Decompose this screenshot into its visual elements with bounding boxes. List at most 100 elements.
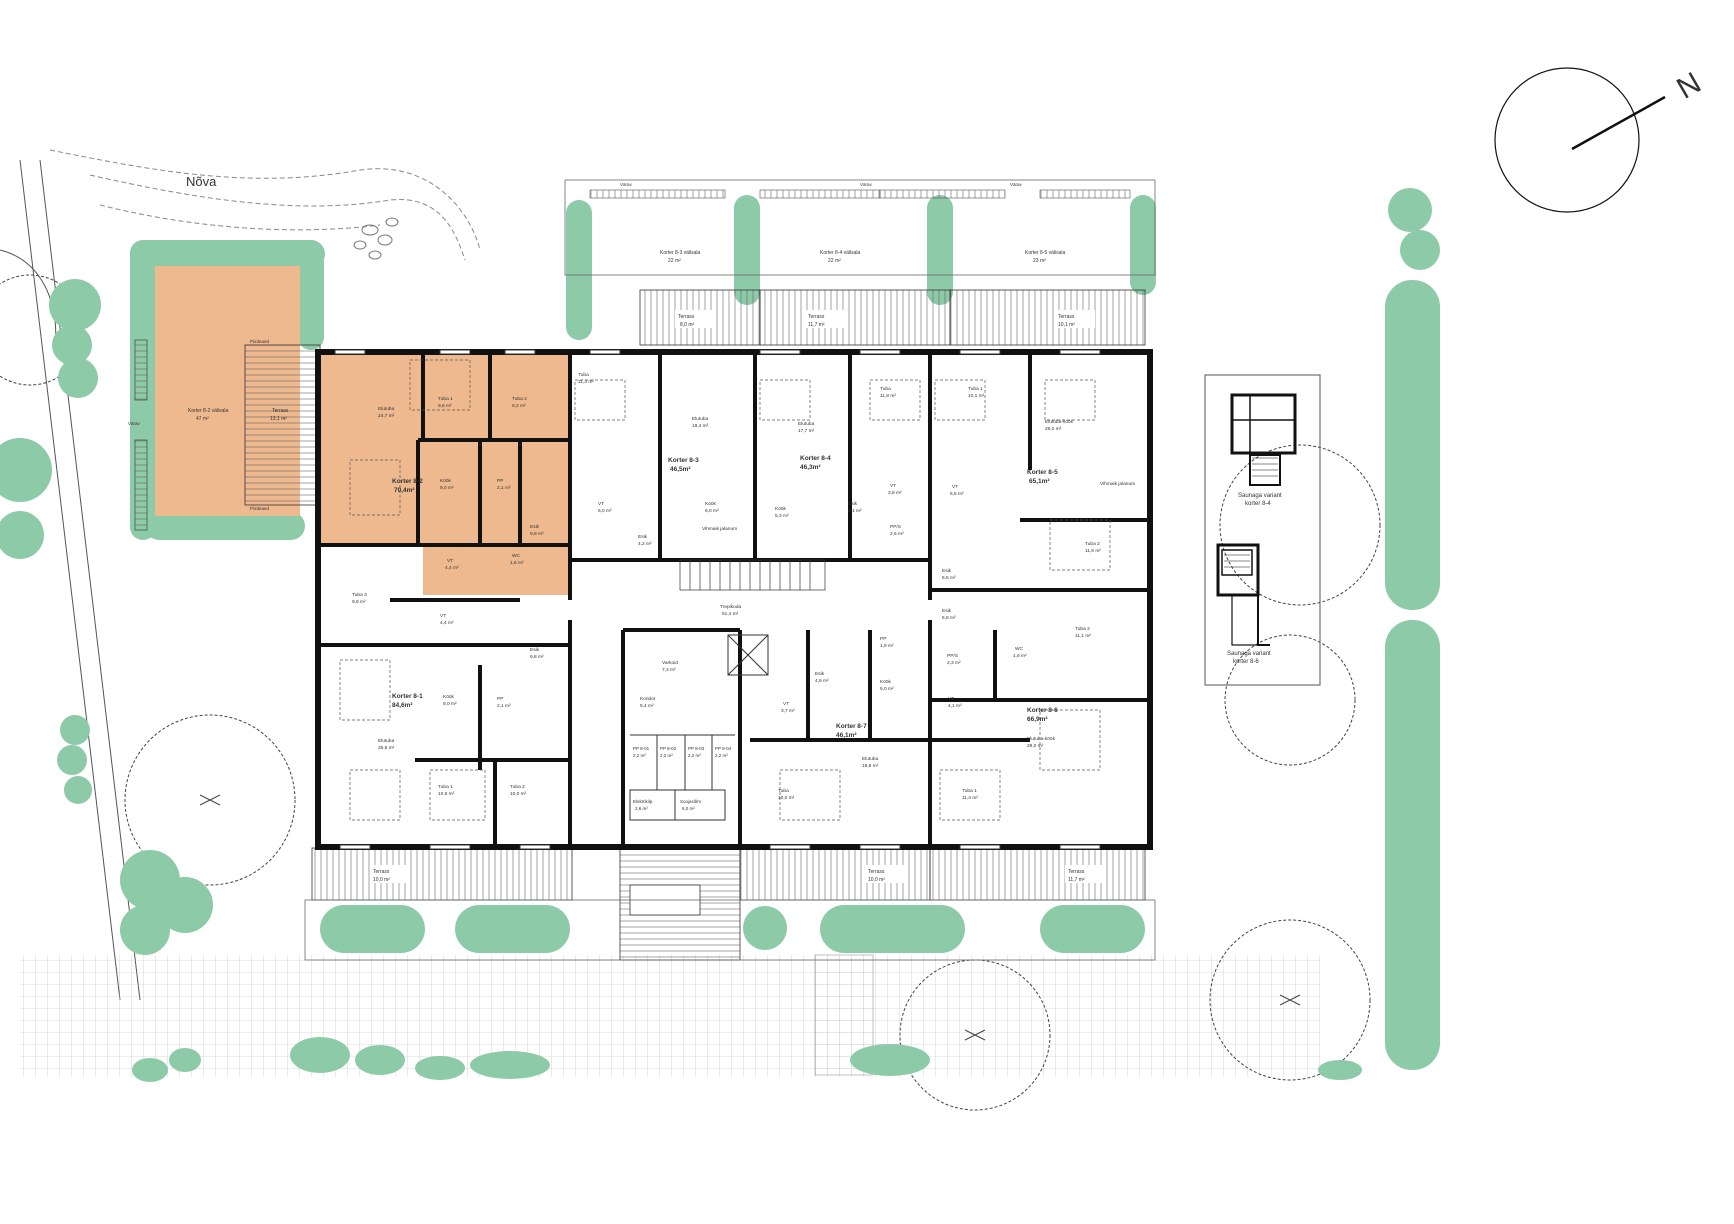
elevator (727, 634, 769, 676)
room-area: 10,0 m² (510, 791, 527, 797)
room-area: 25,5 m² (378, 745, 395, 751)
variant-8-4-line2: korter 8-4 (1245, 501, 1271, 507)
room-name: Köök (705, 501, 717, 507)
room-area: 11,8 m² (880, 393, 896, 399)
apartment-8-4-name: Korter 8-4 (800, 455, 831, 462)
deciduous-tree (1209, 919, 1371, 1081)
terrace-deck (929, 847, 1146, 901)
tree-canopy (58, 358, 98, 398)
garden-8-5-area: 23 m² (1033, 258, 1046, 264)
hedge (820, 905, 965, 953)
room-name: Elutuba-köök (1027, 736, 1056, 742)
room-name: Vihmaik jalanum (1100, 481, 1135, 487)
apartment-labels: Korter 8-2 70,4m² Korter 8-3 46,5m² Kort… (392, 455, 1058, 739)
room-area: 3,7 m² (781, 708, 795, 714)
hedge (298, 240, 324, 350)
room-area: 5,3 m² (775, 513, 789, 519)
room-name: Elutuba (862, 756, 879, 762)
room-area: 2,6 m² (890, 531, 904, 537)
terrace-8-5-area: 10,1 m² (1058, 322, 1075, 328)
room-area: 2,2 m² (715, 753, 728, 758)
terrace-8-1-name: Terrass (373, 869, 390, 875)
fence-label: Piirdeaed (250, 506, 270, 511)
interior-walls (318, 352, 1150, 847)
room-area: 2,1 m² (497, 703, 511, 709)
park-contour (99, 204, 381, 231)
hedges-and-trees (0, 188, 1440, 1082)
terrace-label-bg (370, 865, 410, 883)
variant-8-6-line2: korter 8-6 (1233, 659, 1259, 665)
room-name: Trepikoda (720, 604, 741, 610)
room-name: VT (440, 613, 446, 619)
room-area: 7,3 m² (662, 667, 676, 673)
room-area: 6,0 m² (598, 508, 612, 514)
hedge (1130, 195, 1156, 295)
tree-canopy (0, 438, 52, 502)
hedge (320, 905, 425, 953)
tree-canopy (355, 1045, 405, 1075)
room-name: Tuba (578, 372, 589, 378)
room-area: 11,8 m² (1085, 548, 1101, 554)
room-area: 18,8 m² (862, 763, 879, 769)
sauna-variant-panel: Saunaga variant korter 8-4 Saunaga varia… (1204, 374, 1321, 686)
room-name: VT (952, 484, 958, 490)
room-name: Elutuba-köök (1045, 419, 1074, 425)
tree-canopy (57, 745, 87, 775)
storage-partitions (629, 734, 735, 821)
park-label: Nõva (186, 174, 217, 189)
room-name: Esik (942, 608, 952, 614)
hedge (130, 240, 325, 268)
tree-canopy (1318, 1060, 1362, 1080)
garden-8-4-area: 22 m² (828, 258, 841, 264)
tree-canopy (64, 776, 92, 804)
room-name: Elutuba (378, 738, 395, 744)
apartment-8-7-name: Korter 8-7 (836, 723, 867, 730)
terrace-8-4-name: Terrass (808, 314, 825, 320)
room-name: Varkoid (662, 660, 678, 666)
room-name: PP/S (947, 653, 958, 659)
north-terraces: Terrass 8,0 m² Terrass 11,7 m² Terrass 1… (639, 289, 1146, 346)
room-area: 6,5 m² (950, 491, 964, 497)
room-area: 24,7 m² (378, 413, 395, 419)
apartment-8-2-area: 70,4m² (394, 487, 415, 494)
garden-boundary (304, 899, 1156, 961)
north-arrow-circle (1494, 67, 1640, 213)
room-name: VT (783, 701, 789, 707)
room-area: 2,1 m² (497, 485, 511, 491)
room-name: Elutuba (378, 406, 395, 412)
room-area: 6,0 m² (682, 806, 695, 811)
gate-label: Värav (1010, 182, 1023, 187)
room-name: Elektrikilp (633, 799, 653, 804)
room-name: Tuba (778, 788, 789, 794)
garden-8-2-edge (134, 339, 148, 401)
room-area: 17,7 m² (798, 428, 815, 434)
tree-canopy (415, 1056, 465, 1080)
tree-canopy (169, 1048, 201, 1072)
room-area: 11,1 m² (1075, 633, 1091, 639)
variant-plan-8-6 (1216, 543, 1270, 646)
room-area: 2,2 m² (633, 753, 646, 758)
terrace-8-5-name: Terrass (1058, 314, 1075, 320)
room-area: 9,6 m² (438, 403, 452, 409)
apartment-8-6-area: 66,9m² (1027, 716, 1048, 723)
room-area: 5,1 m² (848, 508, 862, 514)
terrace-label-bg (865, 865, 905, 883)
site-landscape: Nõva (0, 149, 1381, 1111)
room-name: Elutuba (692, 416, 709, 422)
tree-canopy (1400, 230, 1440, 270)
furniture (339, 359, 1111, 821)
tree-canopy (743, 906, 787, 950)
north-arrow-line (1571, 95, 1666, 151)
room-area: 6,8 m² (942, 615, 956, 621)
room-area: 2,2 m² (660, 753, 673, 758)
garden-8-2-name: Korter 8-2 välisala (188, 408, 229, 414)
room-name: Tuba 1 (962, 788, 977, 794)
deciduous-tree (1224, 634, 1356, 766)
terrace-label-bg (1055, 310, 1095, 328)
room-name: Köök (880, 679, 892, 685)
stone-cluster (353, 217, 399, 260)
room-name: Esik (530, 647, 540, 653)
room-area: 10,1 m² (968, 393, 985, 399)
room-area: 11,4 m² (962, 795, 978, 801)
